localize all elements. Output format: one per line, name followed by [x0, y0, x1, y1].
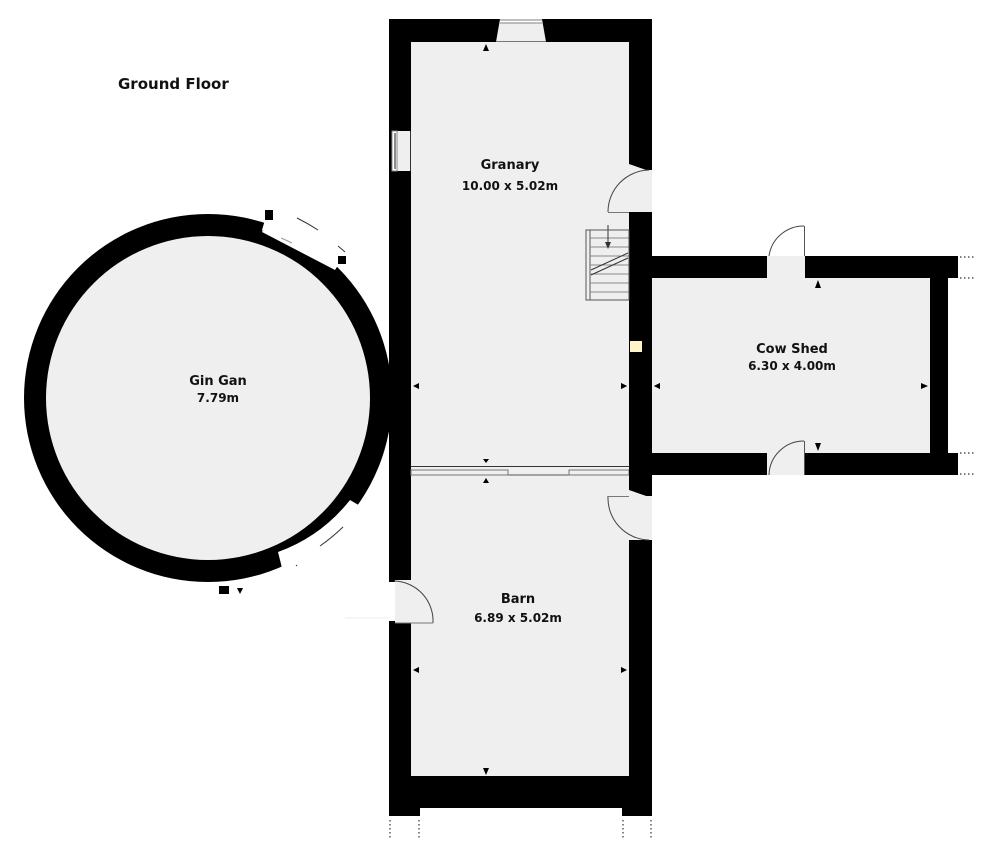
gin-gan-marker: [237, 588, 243, 594]
room-name: Barn: [500, 592, 536, 607]
room-dimensions: 10.00 x 5.02m: [461, 179, 559, 193]
room-name: Cow Shed: [756, 342, 828, 357]
south-wall-break-marks: [389, 820, 652, 838]
barn-west-door: [345, 576, 434, 627]
room-label-barn: Barn 6.89 x 5.02m: [474, 592, 562, 625]
granary-east-door: [607, 164, 652, 213]
floor-title: Ground Floor: [118, 75, 229, 93]
cow-shed-north-door: [763, 225, 805, 278]
cow-shed-floor: [652, 278, 930, 453]
stairs-arrow-icon: [605, 242, 611, 249]
room-dimensions: 6.89 x 5.02m: [474, 611, 562, 625]
gin-gan-floor: [46, 236, 370, 560]
room-dimensions: 7.79m: [196, 391, 240, 405]
granary-north-marker: [483, 44, 489, 51]
room-name: Gin Gan: [189, 374, 247, 389]
granary-north-window: [496, 19, 546, 42]
stairs-down: [585, 225, 630, 301]
room-label-gin-gan: Gin Gan 7.79m: [189, 374, 247, 405]
barn-east-door: [607, 490, 652, 541]
room-label-cow-shed: Cow Shed 6.30 x 4.00m: [748, 342, 836, 373]
granary-west-window: [391, 130, 411, 172]
gin-gan-room: [24, 212, 389, 582]
room-label-granary: Granary 10.00 x 5.02m: [462, 158, 558, 193]
room-name: Granary: [480, 158, 540, 173]
room-dimensions: 6.30 x 4.00m: [748, 359, 836, 373]
granary-barn-divider: [410, 459, 630, 483]
barn-floor: [411, 475, 629, 776]
cow-shed-south-door: [767, 440, 805, 476]
